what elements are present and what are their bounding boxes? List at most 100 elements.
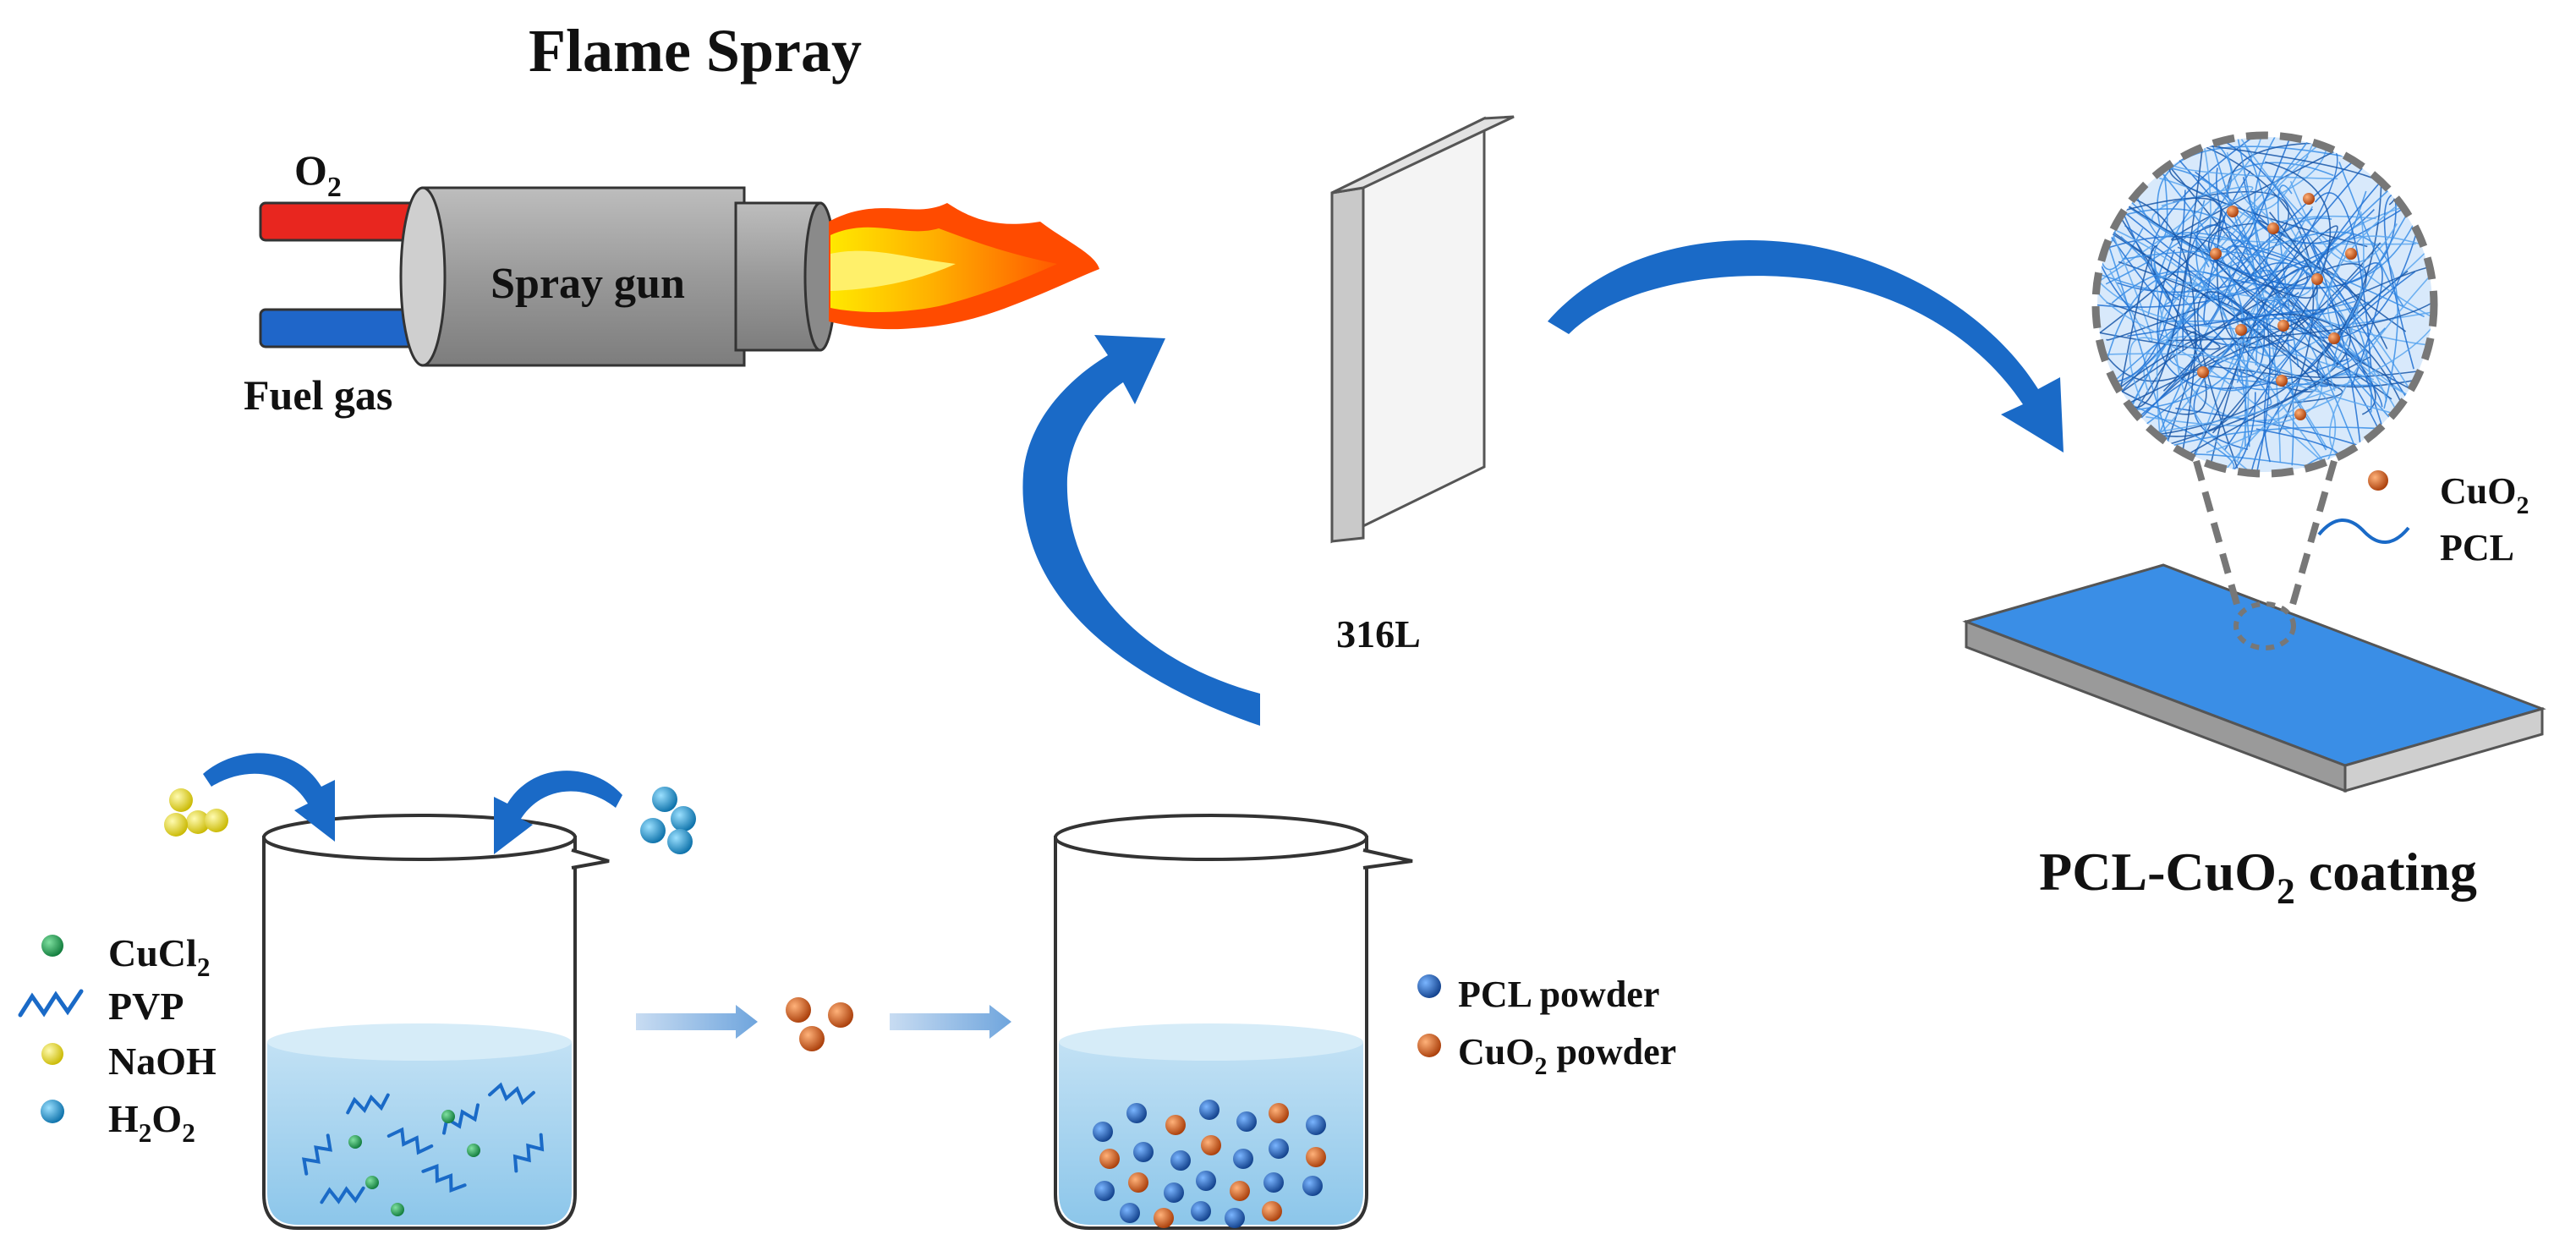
coating-title-sub: 2 xyxy=(2277,871,2295,912)
pvp-legend-marker xyxy=(18,989,84,1018)
pcl-fiber xyxy=(2143,356,2370,472)
cucl2-particle xyxy=(467,1144,480,1157)
pcl-fiber xyxy=(2102,137,2315,434)
pcl-powder-particle xyxy=(1233,1149,1253,1169)
pcl-powder-particle xyxy=(1263,1172,1284,1193)
substrate-label: 316L xyxy=(1336,612,1421,656)
coating-legend-cuo2-sub: 2 xyxy=(2516,491,2529,519)
pcl-powder-particle xyxy=(1164,1182,1184,1203)
cuo2-particle xyxy=(2197,366,2209,378)
cuo2-powder-particle xyxy=(1269,1103,1289,1123)
coating-title-main: PCL-CuO xyxy=(2039,842,2277,902)
legend-cuo2-powder-sub: 2 xyxy=(1534,1052,1547,1080)
cycle-arrow-up xyxy=(1022,335,1260,726)
pcl-powder-particle xyxy=(1191,1201,1211,1221)
pcl-powder-particle xyxy=(1236,1111,1257,1132)
cucl2-particle xyxy=(441,1110,455,1123)
h2o2-legend-marker xyxy=(41,1100,64,1123)
pcl-powder-particle xyxy=(1133,1142,1154,1162)
process-arrow-to-coating xyxy=(1548,240,2064,453)
pcl-fiber xyxy=(2124,137,2206,409)
legend-cucl2: CuCl2 xyxy=(108,931,210,982)
cuo2-legend-marker xyxy=(2368,470,2388,491)
beaker-1-liquid xyxy=(267,1029,572,1225)
pcl-legend-marker xyxy=(2317,519,2410,544)
pcl-fiber xyxy=(2153,232,2425,318)
pcl-fiber xyxy=(2338,162,2404,307)
pcl-fiber xyxy=(2124,224,2330,387)
cuo2-particle xyxy=(2328,332,2340,344)
beaker-1-contents xyxy=(302,1082,545,1216)
cuo2-powder-particle xyxy=(1154,1208,1174,1228)
pcl-powder-particle xyxy=(1225,1208,1245,1228)
pcl-powder-particle xyxy=(1093,1122,1113,1142)
coating-legend-pcl: PCL xyxy=(2440,527,2514,568)
pcl-fiber xyxy=(2204,178,2397,290)
powder-legend: PCL powder CuO2 powder xyxy=(1417,974,1676,1080)
naoh-reagent-balls xyxy=(164,788,228,837)
pcl-fiber xyxy=(2157,199,2314,299)
pcl-powder-particle xyxy=(1199,1100,1219,1120)
beaker-2-contents xyxy=(1093,1100,1326,1228)
cucl2-particle xyxy=(391,1203,404,1216)
pcl-fiber xyxy=(2161,185,2254,211)
magnified-coating-view xyxy=(2091,131,2438,478)
pcl-powder-particle xyxy=(1269,1139,1289,1159)
pcl-fiber xyxy=(2324,137,2432,148)
pcl-fiber xyxy=(2167,167,2259,365)
cuo2-powder-particle xyxy=(1201,1135,1221,1155)
legend-pcl-powder: PCL powder xyxy=(1458,974,1659,1015)
pcl-fiber xyxy=(2240,255,2282,463)
pcl-fiber xyxy=(2125,204,2318,299)
pcl-fiber xyxy=(2176,392,2256,472)
cuo2-powder-particle xyxy=(1165,1115,1186,1135)
cuo2-powder-particle xyxy=(1262,1201,1282,1221)
pcl-powder-particle xyxy=(1170,1150,1191,1171)
coating-legend-cuo2-main: CuO xyxy=(2440,470,2516,512)
pcl-fiber xyxy=(2173,190,2290,282)
o2-label-sub: 2 xyxy=(327,172,342,203)
add-h2o2-arrow xyxy=(494,771,622,854)
pcl-fiber xyxy=(2182,224,2283,351)
gun-body xyxy=(421,186,746,367)
cuo2-particles-in-fibers xyxy=(2197,193,2357,420)
pcl-fiber xyxy=(2097,137,2212,399)
beaker-2 xyxy=(1054,814,1413,1230)
transfer-arrow-2 xyxy=(890,1005,1011,1039)
naoh-legend-marker xyxy=(41,1043,63,1065)
pcl-fiber xyxy=(2097,197,2222,348)
pcl-fiber xyxy=(2143,335,2375,394)
coated-plate xyxy=(1962,563,2546,793)
coating-title-suffix: coating xyxy=(2295,842,2477,902)
legend-h2o2-a: H xyxy=(108,1097,139,1140)
legend-h2o2-sub1: 2 xyxy=(139,1118,152,1148)
pcl-fiber xyxy=(2102,173,2260,252)
cuo2-particle xyxy=(2235,324,2247,336)
legend-h2o2: H2O2 xyxy=(108,1097,195,1148)
zoom-lines xyxy=(2193,459,2338,615)
pcl-powder-particle xyxy=(1196,1171,1216,1191)
legend-cuo2-powder: CuO2 powder xyxy=(1458,1031,1676,1080)
pcl-fiber xyxy=(2097,261,2432,331)
h2o2-reagent-balls xyxy=(640,787,696,854)
coating-legend-cuo2: CuO2 xyxy=(2440,470,2529,519)
pcl-fiber xyxy=(2146,364,2323,427)
pcl-fiber xyxy=(2216,167,2254,283)
cuo2-particle xyxy=(2311,273,2323,285)
pcl-fiber xyxy=(2097,195,2131,310)
pcl-fiber xyxy=(2097,290,2424,423)
legend-cucl2-sub: 2 xyxy=(197,952,211,982)
pcl-powder-particle xyxy=(1302,1176,1323,1196)
cuo2-particle xyxy=(2294,409,2306,420)
pcl-powder-particle xyxy=(1094,1181,1115,1201)
legend-cuo2-powder-suffix: powder xyxy=(1547,1031,1676,1073)
legend-cuo2-powder-main: CuO xyxy=(1458,1031,1534,1073)
pcl-fiber xyxy=(2107,393,2235,472)
pvp-chain xyxy=(346,1093,390,1115)
spray-gun: Spray gun O2 Fuel gas xyxy=(244,146,1099,419)
cuo2-powder-legend-marker xyxy=(1417,1034,1441,1057)
legend-h2o2-b: O xyxy=(151,1097,182,1140)
pcl-powder-particle xyxy=(1126,1103,1147,1123)
pcl-fiber xyxy=(2110,137,2245,411)
